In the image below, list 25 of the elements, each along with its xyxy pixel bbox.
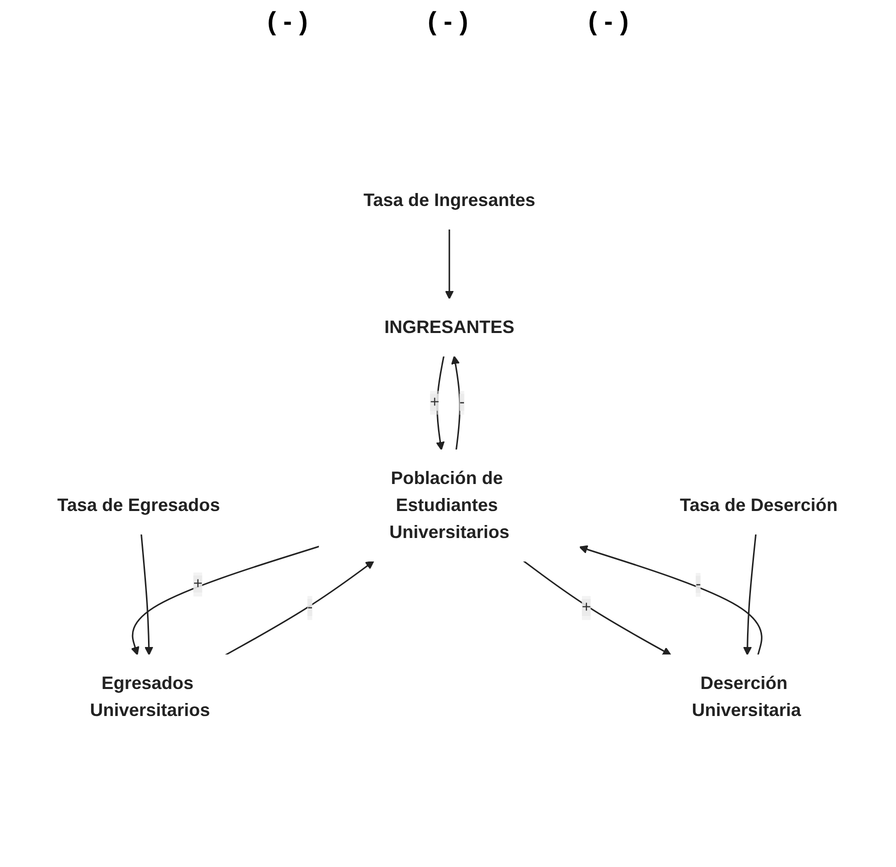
edge-label: + [193, 576, 202, 593]
arrow [450, 356, 460, 450]
arrow [224, 560, 374, 656]
arrow [578, 545, 762, 656]
edge-label: - [695, 576, 701, 593]
arrow [742, 534, 756, 656]
arrow [140, 534, 154, 656]
node-text: INGRESANTES [384, 316, 514, 337]
arrow [130, 546, 320, 656]
loop-polarity-label: ( - ) [267, 6, 308, 38]
node-text: Población de Estudiantes Universitarios [389, 468, 510, 542]
edge-label: - [459, 394, 464, 411]
edge-label: + [582, 598, 591, 616]
arrow [444, 229, 454, 300]
edge-label: + [430, 394, 440, 411]
arrow [436, 356, 444, 450]
node-text: Tasa de Ingresantes [363, 190, 535, 210]
loop-polarity-label: ( - ) [428, 6, 468, 38]
node-text: Egresados Universitarios [90, 672, 210, 720]
edge-label: - [307, 598, 312, 616]
loop-polarity-label: ( - ) [588, 6, 629, 38]
node-text: Deserción Universitaria [692, 672, 801, 720]
node-text: Tasa de Deserción [680, 494, 838, 515]
arrow [522, 560, 672, 656]
node-text: Tasa de Egresados [57, 494, 220, 515]
